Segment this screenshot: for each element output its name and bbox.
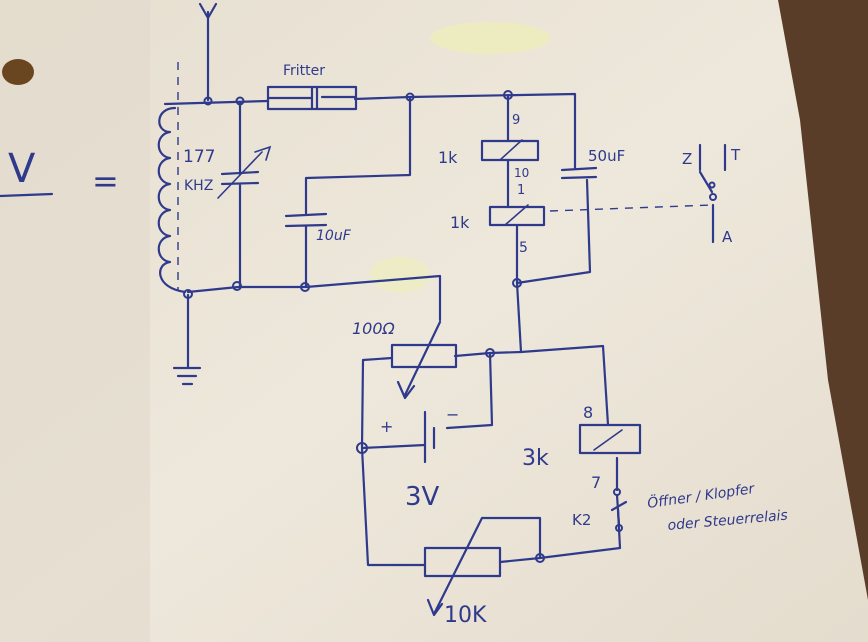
antenna-icon bbox=[198, 2, 218, 102]
relay2-coil bbox=[578, 423, 642, 455]
pin-5: 5 bbox=[519, 240, 528, 256]
switch-a-label: A bbox=[722, 228, 733, 246]
capacitor-50uf-label: 50uF bbox=[588, 147, 625, 165]
switch-t-label: T bbox=[730, 146, 741, 164]
capacitor-10uf-label: 10uF bbox=[316, 228, 352, 244]
fraction-line bbox=[0, 192, 54, 198]
relay1-coil-upper-label: 1k bbox=[438, 148, 458, 167]
relay1-coil-lower-label: 1k bbox=[450, 213, 470, 232]
highlight-mark bbox=[370, 257, 430, 293]
junction-nodes bbox=[183, 90, 545, 563]
fritter-coherer bbox=[266, 85, 358, 111]
wire-tank-bottom bbox=[186, 274, 442, 322]
battery-voltage: 3V bbox=[405, 482, 440, 512]
paper-left-fold bbox=[0, 0, 150, 642]
battery-minus: − bbox=[446, 405, 459, 424]
mechanical-link-dashed bbox=[549, 204, 713, 212]
wire-relay1 bbox=[506, 93, 519, 285]
contact-k2 bbox=[610, 488, 628, 532]
potentiometer-10k-label: 10K bbox=[444, 603, 487, 628]
contact-k2-label: K2 bbox=[572, 511, 591, 529]
pin-9: 9 bbox=[512, 113, 520, 128]
margin-equals: = bbox=[92, 162, 119, 200]
changeover-switch bbox=[698, 143, 727, 244]
battery bbox=[423, 410, 436, 464]
coil-frequency-unit: KHZ bbox=[184, 178, 213, 194]
capacitor-50uf bbox=[515, 166, 598, 285]
battery-plus: + bbox=[380, 417, 393, 436]
potentiometer-100-label: 100Ω bbox=[352, 319, 396, 338]
capacitor-10uf bbox=[284, 95, 412, 289]
fritter-label: Fritter bbox=[283, 63, 325, 79]
ground-icon bbox=[172, 293, 202, 386]
relay1-coil-lower bbox=[488, 204, 546, 227]
relay2-coil-label: 3k bbox=[522, 446, 549, 471]
inductor-coil bbox=[157, 106, 187, 294]
potentiometer-100-ohm bbox=[390, 320, 458, 400]
highlight-mark bbox=[430, 22, 550, 54]
pin-10: 10 bbox=[514, 166, 529, 180]
potentiometer-10k bbox=[423, 516, 542, 617]
paper-stain bbox=[2, 59, 34, 85]
pin-8: 8 bbox=[583, 403, 593, 422]
coil-frequency-value: 177 bbox=[183, 147, 215, 167]
pin-1: 1 bbox=[517, 183, 525, 198]
pin-7: 7 bbox=[591, 473, 601, 492]
switch-z-label: Z bbox=[682, 150, 692, 168]
variable-capacitor bbox=[217, 100, 272, 288]
margin-symbol: V bbox=[8, 146, 36, 192]
relay1-coil-upper bbox=[480, 139, 540, 162]
wire-top bbox=[163, 92, 577, 170]
wire-lower bbox=[360, 281, 622, 567]
